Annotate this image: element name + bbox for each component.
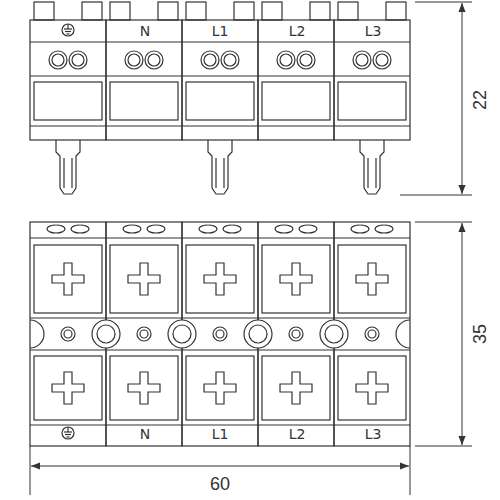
terminal-label: L1 — [210, 427, 231, 441]
dimension-value: 35 — [471, 324, 489, 344]
terminal-label: N — [138, 427, 152, 441]
terminal-label: L2 — [287, 24, 308, 38]
terminal-label: L3 — [363, 427, 384, 441]
dimension-value: 60 — [210, 475, 230, 493]
terminal-label: L2 — [287, 427, 308, 441]
dimension-22 — [400, 2, 472, 195]
terminal-label: L3 — [363, 24, 384, 38]
terminal-modules — [30, 2, 410, 446]
dimension-60 — [30, 446, 410, 495]
dimension-35 — [415, 222, 472, 446]
terminal-label: L1 — [210, 24, 231, 38]
dimension-value: 22 — [471, 90, 489, 110]
terminal-label: N — [138, 24, 152, 38]
